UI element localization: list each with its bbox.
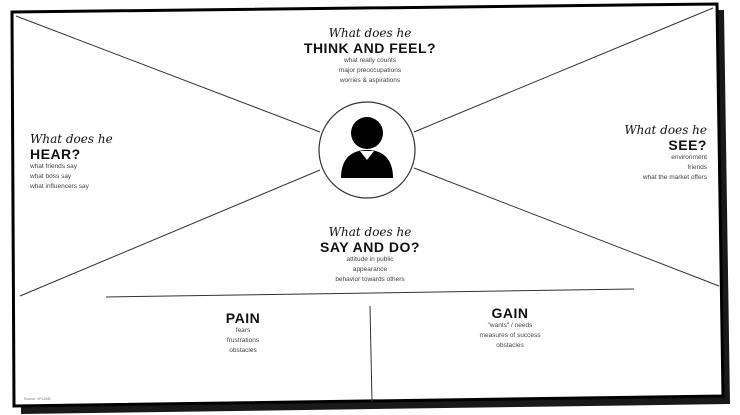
say-title: SAY AND DO? [320, 239, 420, 255]
hear-item-1: what friends say [30, 163, 77, 170]
pain-item-2: frustrations [226, 337, 260, 344]
pain-item-1: fears [235, 327, 251, 334]
pain-item-3: obstacles [229, 347, 257, 354]
diagonal-bottom-right [413, 167, 720, 287]
see-script-heading: What does he [624, 123, 707, 137]
think-item-2: major preoccupations [338, 67, 402, 74]
hear-item-2: what boss say [30, 173, 72, 180]
pain-gain-top-line [105, 288, 635, 298]
gain-item-3: obstacles [496, 342, 524, 349]
source-note: Source: XPLANE [24, 397, 51, 401]
say-item-3: behavior towards others [335, 276, 405, 283]
diagonal-bottom-left [19, 169, 321, 297]
pain-gain-divider [369, 305, 373, 403]
person-avatar-icon [341, 117, 393, 178]
diagonal-top-left [15, 15, 321, 133]
hear-item-3: what influencers say [30, 183, 89, 190]
say-item-1: attitude in public [346, 256, 394, 263]
gain-item-2: measures of success [479, 332, 541, 339]
section-see: What does he SEE? environment friends wh… [595, 124, 707, 183]
see-title: SEE? [668, 137, 707, 153]
think-title: THINK AND FEEL? [303, 40, 437, 56]
section-say-and-do: What does he SAY AND DO? attitude in pub… [250, 226, 490, 285]
section-gain: GAIN "wants" / needs measures of success… [430, 305, 590, 351]
think-script-heading: What does he [328, 26, 412, 40]
gain-title: GAIN [491, 305, 529, 321]
hear-title: HEAR? [30, 146, 81, 162]
say-item-2: appearance [352, 266, 388, 273]
say-script-heading: What does he [328, 225, 412, 239]
diagonal-top-right [413, 7, 714, 133]
see-item-1: environment [671, 154, 707, 161]
think-item-1: what really counts [343, 57, 397, 64]
section-think-and-feel: What does he THINK AND FEEL? what really… [250, 27, 490, 86]
see-item-2: friends [687, 164, 707, 171]
section-pain: PAIN fears frustrations obstacles [168, 310, 318, 356]
hear-script-heading: What does he [30, 132, 113, 146]
section-hear: What does he HEAR? what friends say what… [30, 133, 160, 192]
think-item-3: worries & aspirations [339, 77, 401, 84]
see-item-3: what the market offers [642, 174, 707, 181]
pain-title: PAIN [225, 310, 261, 326]
outer-frame [10, 2, 725, 408]
gain-item-1: "wants" / needs [487, 322, 533, 329]
